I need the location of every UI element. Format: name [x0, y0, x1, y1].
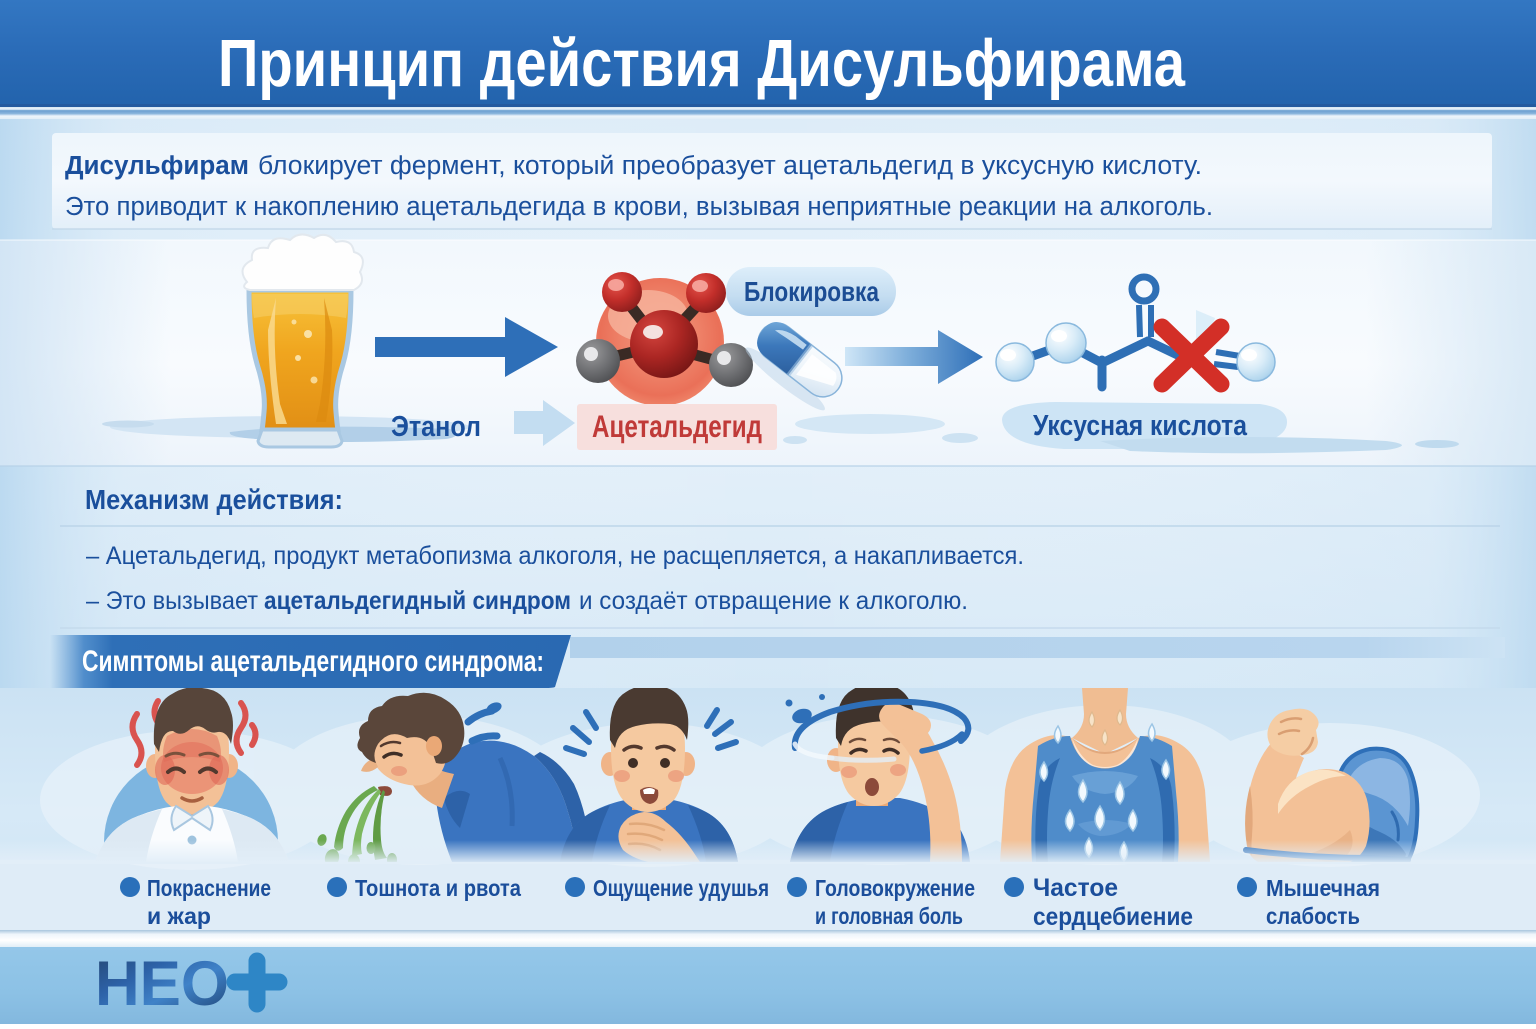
svg-text:Частое: Частое [1033, 874, 1118, 902]
svg-text:и создаёт отвращение к алкогол: и создаёт отвращение к алкоголю. [579, 587, 968, 615]
svg-text:Покраснение: Покраснение [147, 875, 271, 901]
svg-text:Ацетальдегид: Ацетальдегид [592, 408, 762, 444]
svg-text:Механизм действия:: Механизм действия: [85, 484, 343, 515]
svg-text:и головная боль: и головная боль [815, 903, 963, 929]
svg-text:Мышечная: Мышечная [1266, 875, 1380, 901]
svg-text:Ощущение удушья: Ощущение удушья [593, 875, 769, 901]
svg-text:Уксусная кислота: Уксусная кислота [1033, 410, 1248, 442]
svg-text:слабость: слабость [1266, 903, 1360, 929]
svg-text:– Ацетальдегид, продукт метабо: – Ацетальдегид, продукт метабопизма алко… [86, 542, 1024, 570]
svg-text:Дисульфирам: Дисульфирам [65, 152, 249, 180]
svg-text:Принцип действия Дисульфирама: Принцип действия Дисульфирама [218, 26, 1186, 101]
svg-text:Это приводит к накоплению ацет: Это приводит к накоплению ацетальдегида … [65, 193, 1213, 221]
svg-text:сердцебиение: сердцебиение [1033, 903, 1193, 931]
svg-text:Этанол: Этанол [391, 411, 481, 443]
svg-text:и жар: и жар [147, 903, 211, 929]
svg-text:Тошнота и рвота: Тошнота и рвота [355, 875, 521, 901]
svg-text:Головокружение: Головокружение [815, 875, 975, 901]
svg-text:– Это вызывает: – Это вызывает [86, 587, 259, 615]
svg-text:Блокировка: Блокировка [744, 276, 879, 307]
svg-text:ацетальдегидный синдром: ацетальдегидный синдром [264, 587, 571, 615]
svg-text:блокирует фермент, который пре: блокирует фермент, который преобразует а… [258, 152, 1202, 180]
svg-text:Симптомы ацетальдегидного синд: Симптомы ацетальдегидного синдрома: [82, 645, 544, 678]
svg-text:НЕО: НЕО [95, 949, 229, 1019]
